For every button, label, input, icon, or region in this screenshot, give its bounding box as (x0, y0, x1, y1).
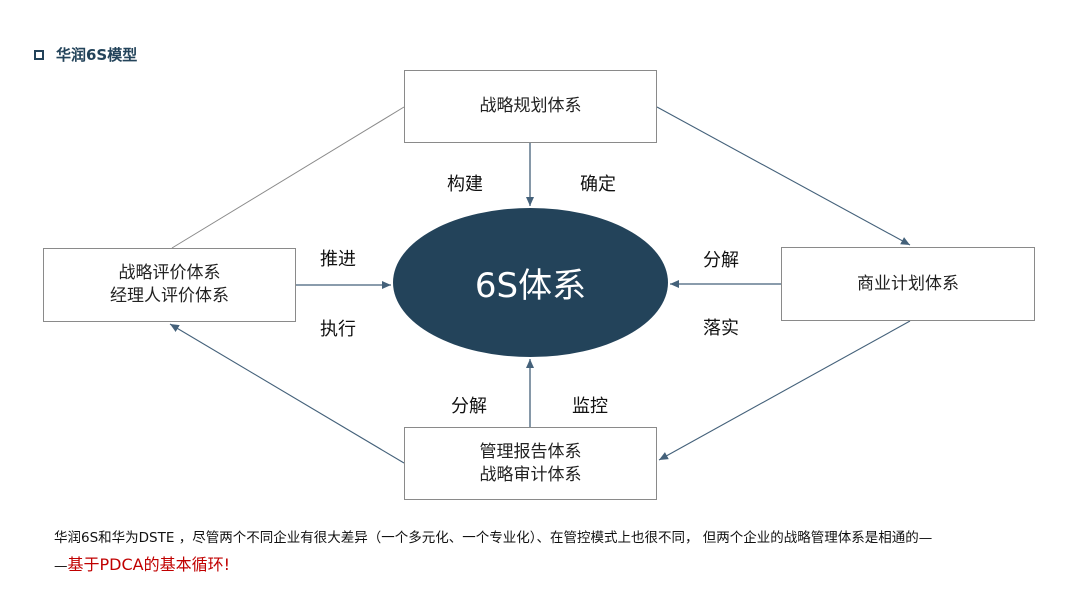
label-decompose-bottom: 分解 (451, 396, 487, 417)
page-title: 华润6S模型 (56, 46, 138, 64)
management-report-label: 管理报告体系 (479, 441, 582, 462)
label-promote: 推进 (320, 249, 356, 270)
arrow-bottom-to-left (169, 323, 405, 464)
square-bullet-icon (34, 49, 44, 60)
label-determine: 确定 (580, 174, 616, 195)
business-plan-box: 商业计划体系 (781, 247, 1035, 321)
footer-dash: — (54, 557, 68, 574)
core-6s-label: 6S体系 (474, 266, 587, 306)
label-decompose-right: 分解 (703, 250, 739, 271)
core-6s-ellipse: 6S体系 (393, 208, 668, 357)
strategic-planning-label: 战略规划体系 (479, 96, 582, 117)
footer-emphasis: 基于PDCA的基本循环! (67, 554, 231, 574)
strategic-planning-box: 战略规划体系 (404, 70, 657, 143)
strategy-evaluation-box: 战略评价体系 经理人评价体系 (43, 248, 296, 322)
arrow-right-to-bottom (658, 320, 911, 461)
footer-note: 华润6S和华为DSTE ，尽管两个不同企业有很大差异（一个多元化、一个专业化）、… (54, 527, 1054, 579)
label-implement: 落实 (703, 318, 739, 339)
strategy-evaluation-label: 战略评价体系 (118, 263, 221, 284)
line-left-to-top (171, 106, 405, 249)
business-plan-label: 商业计划体系 (857, 273, 959, 294)
footer-line-1: 华润6S和华为DSTE ，尽管两个不同企业有很大差异（一个多元化、一个专业化）、… (54, 530, 933, 546)
section-header: 华润6S模型 (34, 44, 137, 65)
label-build: 构建 (447, 174, 483, 195)
label-execute: 执行 (320, 319, 356, 340)
label-monitor: 监控 (572, 396, 608, 417)
management-report-box: 管理报告体系 战略审计体系 (404, 427, 657, 500)
footer-line-2: —基于PDCA的基本循环! (54, 551, 1054, 579)
arrow-top-to-right (656, 106, 911, 246)
strategy-audit-label: 战略审计体系 (479, 464, 582, 485)
manager-evaluation-label: 经理人评价体系 (110, 286, 229, 306)
